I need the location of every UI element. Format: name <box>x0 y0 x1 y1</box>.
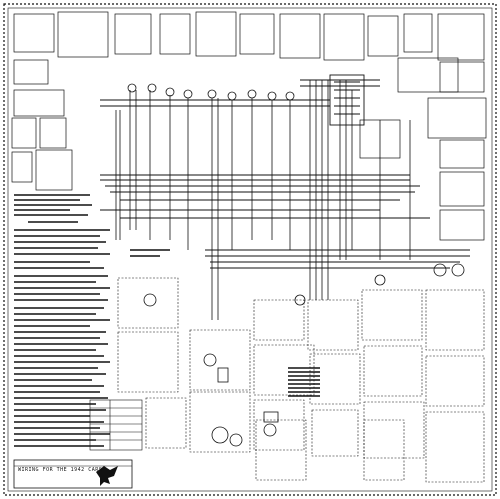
wiring-harness-horizontal <box>100 79 470 269</box>
sheet-inner-border <box>7 7 493 492</box>
title-block <box>13 459 133 489</box>
notes-block <box>14 194 110 447</box>
top-component-panels <box>13 11 485 93</box>
eagle-emblem-icon <box>96 466 118 486</box>
reference-table <box>89 399 143 451</box>
lamp-row <box>127 83 295 101</box>
lower-subpanels <box>117 277 485 483</box>
junction-block <box>329 74 365 126</box>
lower-label-blocks <box>130 249 320 397</box>
wiring-harness-vertical <box>115 80 411 320</box>
title-block-text: WIRING FOR THE 1942 CARS <box>18 467 103 473</box>
sheet-border <box>3 3 497 496</box>
left-column-panels <box>11 59 73 191</box>
component-symbols <box>143 263 465 447</box>
right-column-panels <box>359 97 487 241</box>
